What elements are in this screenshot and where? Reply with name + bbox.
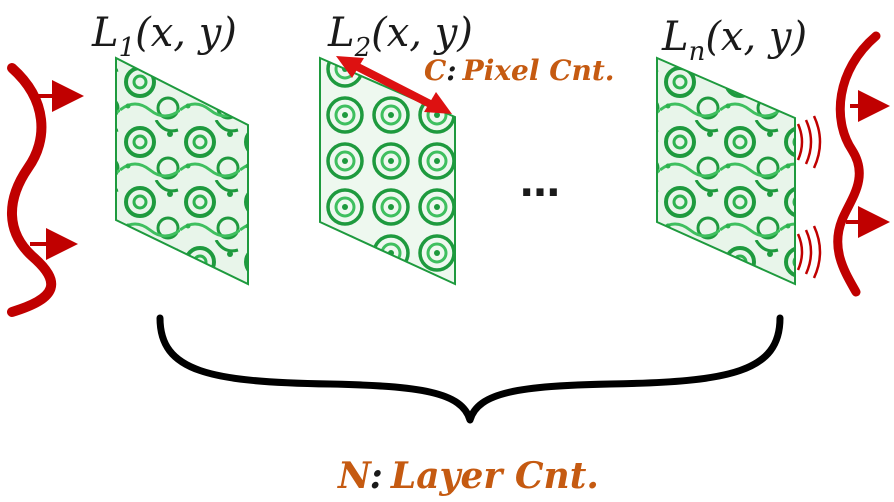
output-emission-arcs-bottom <box>796 225 822 279</box>
layer-label-2: L2(x, y) <box>327 10 473 63</box>
diffractive-layer-n <box>656 56 796 286</box>
output-emission-arcs-top <box>796 115 822 169</box>
input-wavefront-curve <box>7 63 57 317</box>
pixel-count-arrow <box>336 56 452 114</box>
diffractive-layer-2 <box>319 56 456 286</box>
ellipsis: … <box>520 160 560 206</box>
layer-count-label: N:Layer Cnt. <box>337 455 599 497</box>
output-wave <box>833 31 890 297</box>
pixel-count-label: C:Pixel Cnt. <box>424 54 615 87</box>
layer-count-brace <box>156 314 784 424</box>
output-wavefront-curve <box>833 31 881 297</box>
layer-label-1: L1(x, y) <box>91 10 237 63</box>
diffractive-layer-1 <box>115 56 249 286</box>
layer-label-n: Ln(x, y) <box>661 14 807 67</box>
input-wave <box>7 63 84 317</box>
